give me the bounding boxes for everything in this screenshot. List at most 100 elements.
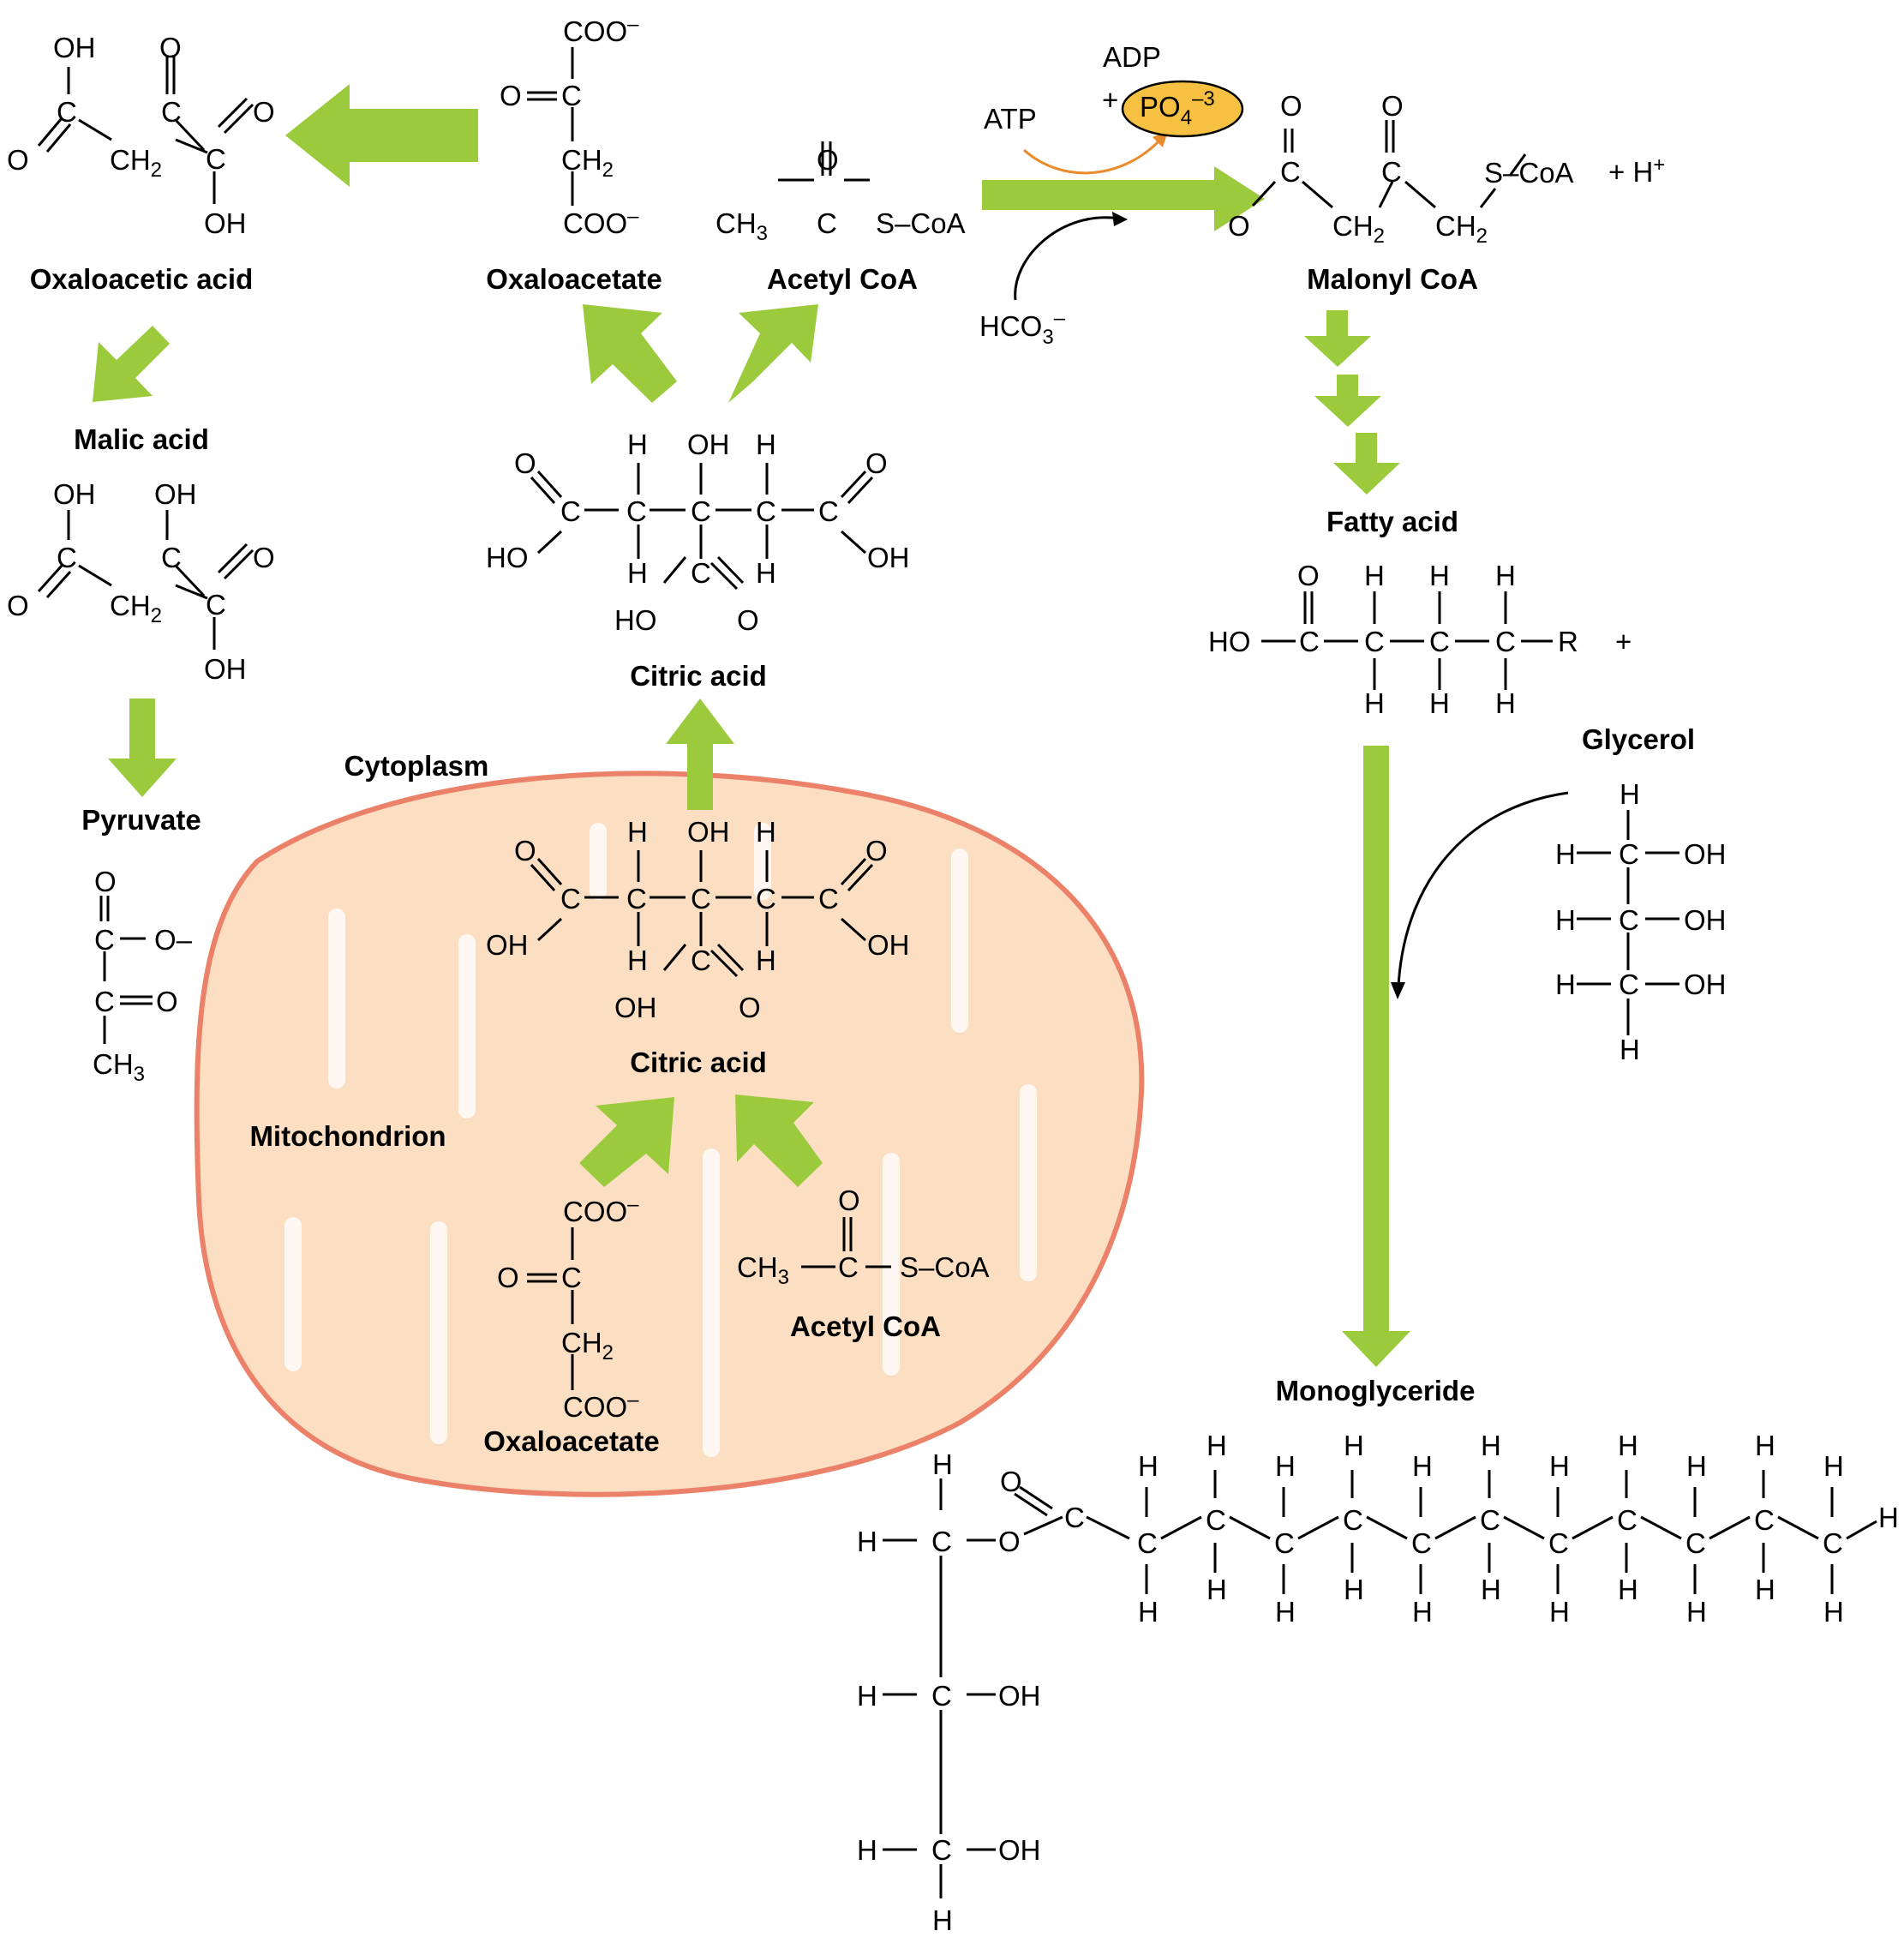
svg-text:C: C: [561, 1262, 582, 1293]
molecule-acetyl-coa-mito: CH3 O C S–CoA: [737, 1184, 990, 1289]
svg-text:H: H: [627, 816, 648, 848]
molecule-citric-acid-top: O C HO H C H OH C H C H C O OH C HO O: [486, 429, 910, 636]
svg-text:H: H: [756, 557, 776, 589]
svg-text:H: H: [1620, 778, 1640, 810]
label-pyruvate: Pyruvate: [81, 804, 201, 836]
hydrogen-ion: + H+: [1608, 153, 1665, 188]
svg-text:H: H: [1686, 1596, 1707, 1628]
arrow-malonyl-step-2: [1314, 375, 1381, 427]
svg-text:C: C: [57, 96, 77, 128]
svg-text:O: O: [156, 986, 178, 1017]
bicarbonate-label: HCO3–: [979, 307, 1066, 349]
svg-text:H: H: [1481, 1430, 1501, 1461]
svg-text:C: C: [1619, 904, 1639, 936]
arrow-malic-to-pyruvate: [108, 699, 177, 797]
svg-text:H: H: [1686, 1450, 1707, 1482]
svg-text:OH: OH: [687, 429, 730, 460]
svg-text:C: C: [1411, 1527, 1432, 1559]
svg-text:C: C: [1137, 1527, 1158, 1559]
svg-text:S–CoA: S–CoA: [900, 1251, 990, 1283]
svg-text:H: H: [1755, 1430, 1775, 1461]
svg-text:H: H: [1364, 687, 1385, 719]
svg-text:CH2: CH2: [561, 1327, 614, 1364]
phosphate-label: PO4–3: [1140, 87, 1215, 129]
svg-text:C: C: [626, 883, 647, 915]
svg-text:HO: HO: [1208, 626, 1251, 657]
svg-text:C: C: [94, 924, 115, 956]
svg-text:OH: OH: [486, 929, 529, 961]
svg-text:S–CoA: S–CoA: [876, 207, 966, 239]
label-cytoplasm: Cytoplasm: [344, 750, 489, 782]
svg-text:C: C: [691, 945, 711, 976]
molecule-monoglyceride: H H C O H C OH H C OH H O C C H H C H H …: [857, 1430, 1899, 1936]
svg-text:C: C: [756, 495, 776, 527]
svg-text:OH: OH: [154, 478, 197, 510]
molecule-acetyl-coa-top: CH3 O C S–CoA: [715, 141, 966, 245]
svg-text:H: H: [857, 1680, 877, 1712]
svg-text:C: C: [838, 1251, 859, 1283]
svg-text:C: C: [691, 557, 711, 589]
adp-plus: +: [1102, 84, 1118, 116]
svg-text:H: H: [1138, 1450, 1159, 1482]
svg-text:C: C: [1617, 1504, 1638, 1536]
svg-text:O: O: [838, 1184, 860, 1216]
svg-text:COO–: COO–: [563, 1193, 639, 1227]
svg-text:H: H: [1275, 1596, 1296, 1628]
svg-text:H: H: [1412, 1450, 1433, 1482]
svg-text:C: C: [1064, 1502, 1085, 1533]
svg-text:HO: HO: [486, 542, 529, 573]
atp-label: ATP: [984, 103, 1037, 135]
svg-text:H: H: [1495, 560, 1516, 591]
svg-text:OH: OH: [1684, 904, 1727, 936]
svg-text:O: O: [159, 32, 182, 63]
label-glycerol: Glycerol: [1582, 723, 1695, 755]
svg-text:O: O: [94, 866, 117, 897]
svg-text:C: C: [1548, 1527, 1569, 1559]
molecule-oxaloacetic-acid: OH C O CH2 O C C O OH: [7, 32, 275, 239]
svg-text:H: H: [756, 429, 776, 460]
svg-text:C: C: [1823, 1527, 1843, 1559]
svg-text:C: C: [1364, 626, 1385, 657]
svg-text:+: +: [1615, 626, 1632, 657]
svg-text:H: H: [1429, 687, 1450, 719]
svg-text:C: C: [931, 1680, 952, 1712]
svg-text:H: H: [1206, 1430, 1227, 1461]
arrow-to-malonyl-coa: [982, 166, 1265, 231]
label-citric-acid-top: Citric acid: [630, 660, 767, 692]
glycerol-arrow: [1391, 791, 1569, 999]
svg-text:HO: HO: [614, 604, 657, 636]
svg-text:H: H: [1138, 1596, 1159, 1628]
svg-text:C: C: [1480, 1504, 1500, 1536]
svg-text:C: C: [561, 80, 582, 111]
svg-text:C: C: [1495, 626, 1516, 657]
label-mitochondrion: Mitochondrion: [249, 1120, 446, 1152]
svg-text:OH: OH: [204, 653, 247, 685]
svg-text:C: C: [1619, 838, 1639, 870]
svg-text:C: C: [161, 542, 182, 573]
svg-text:H: H: [627, 557, 648, 589]
svg-text:H: H: [1555, 904, 1576, 936]
svg-text:H: H: [932, 1448, 953, 1480]
svg-text:H: H: [627, 429, 648, 460]
svg-text:H: H: [1495, 687, 1516, 719]
adp-label: ADP: [1103, 41, 1161, 73]
svg-text:H: H: [1344, 1430, 1364, 1461]
arrow-citric-to-oxaloacetate: [583, 304, 677, 403]
arrow-fatty-acid-to-monoglyceride: [1342, 746, 1410, 1367]
svg-text:O: O: [1000, 1466, 1022, 1497]
svg-text:H: H: [1549, 1450, 1570, 1482]
svg-text:C: C: [560, 883, 581, 915]
molecule-citric-acid-mito: O C OH H C H OH C H C H C O OH C OH O: [486, 816, 910, 1023]
svg-text:C: C: [626, 495, 647, 527]
atp-arrow: [1023, 131, 1168, 175]
svg-text:C: C: [818, 495, 839, 527]
arrow-acetyl-coa-to-citric: [735, 1094, 823, 1187]
arrow-malonyl-step-1: [1304, 310, 1371, 367]
svg-text:C: C: [1206, 1504, 1226, 1536]
svg-text:C: C: [691, 883, 711, 915]
svg-text:C: C: [560, 495, 581, 527]
svg-text:O: O: [865, 447, 888, 479]
arrow-mito-citric-to-cytoplasm: [666, 699, 734, 810]
svg-text:CH3: CH3: [737, 1251, 789, 1289]
